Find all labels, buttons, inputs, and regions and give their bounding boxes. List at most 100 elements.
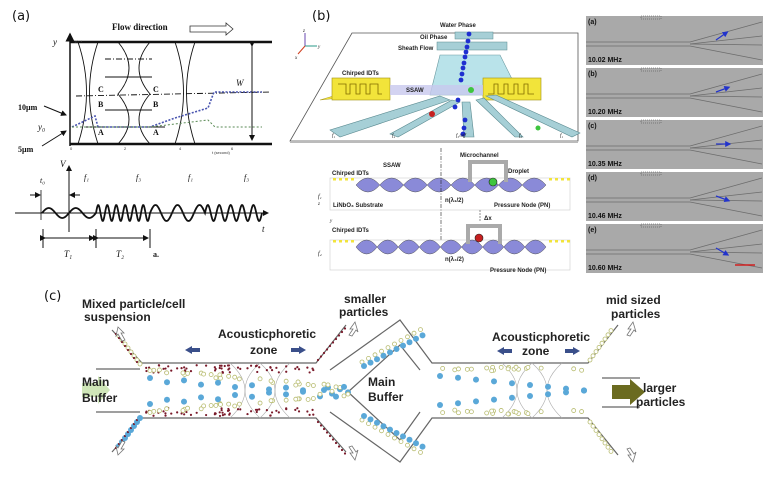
mid-particle xyxy=(218,375,223,381)
mid-particle xyxy=(484,410,490,416)
mid-particle xyxy=(379,428,384,434)
panel-b-label: (b) xyxy=(312,9,330,24)
mid-particle xyxy=(379,348,384,354)
small-particle xyxy=(176,367,179,370)
small-particle xyxy=(120,340,124,344)
cs-ssaw-label: SSAW xyxy=(383,163,401,169)
large-particle xyxy=(380,423,387,430)
droplet xyxy=(459,71,465,77)
small-particle xyxy=(328,344,332,348)
small-particle xyxy=(322,427,326,431)
droplet xyxy=(464,44,470,50)
water-phase-label: Water Phase xyxy=(440,23,476,29)
small-particle xyxy=(185,367,188,370)
mid-particle xyxy=(213,375,219,381)
small-particle xyxy=(294,408,297,411)
large-particle xyxy=(563,389,569,396)
small-particle xyxy=(306,366,309,369)
ssaw-band xyxy=(390,85,483,95)
small-particle xyxy=(164,414,167,417)
droplet xyxy=(460,65,466,71)
small-particle xyxy=(204,364,208,367)
mid-particle xyxy=(385,431,391,437)
large-particle xyxy=(249,382,255,389)
y0-label: y₀ xyxy=(37,122,45,132)
large-particle xyxy=(232,384,238,390)
small-particle xyxy=(226,364,230,367)
large-particle xyxy=(419,332,426,339)
small-particle xyxy=(246,412,249,416)
mid-particle xyxy=(608,328,614,334)
mid-particle xyxy=(489,368,495,374)
small-particle xyxy=(221,371,225,374)
flow-direction-label: Flow direction xyxy=(112,22,168,32)
node-label-b: B xyxy=(98,100,104,109)
svg-text:y: y xyxy=(317,45,321,50)
mid-particle xyxy=(608,448,614,454)
large-particle xyxy=(374,356,380,363)
small-particle xyxy=(221,413,225,417)
mid-particle xyxy=(321,381,327,387)
small-particle xyxy=(183,366,186,369)
mid-particle xyxy=(157,408,162,414)
idt-electrode xyxy=(549,240,552,243)
small-particle xyxy=(239,367,242,370)
main-buffer-label-3: Main xyxy=(368,375,395,389)
idt-electrode xyxy=(339,240,342,243)
mid-particle xyxy=(513,409,519,415)
mid-particle xyxy=(411,330,417,336)
photo-label: (c) xyxy=(588,123,597,130)
photo-frequency: 10.35 MHz xyxy=(588,161,622,168)
small-particle xyxy=(152,414,155,417)
large-particle xyxy=(455,374,461,381)
small-particle xyxy=(204,413,208,417)
mid-particle xyxy=(599,436,605,442)
mid-particle xyxy=(489,408,495,414)
large-particle xyxy=(249,393,255,400)
large-particle xyxy=(473,376,479,383)
small-particle xyxy=(325,348,329,351)
substrate-label: LiNbO₃ Substrate xyxy=(333,203,384,209)
mid-particle xyxy=(596,344,602,350)
idt-electrode xyxy=(567,178,570,181)
f1-label: f₁ xyxy=(318,193,322,200)
panel-a-label: (a) xyxy=(12,9,30,24)
zone-label-1: Acousticphoretic xyxy=(218,327,316,341)
chirped-idts-label: Chirped IDTs xyxy=(342,71,380,77)
mid-particle xyxy=(498,364,504,370)
panel-c-label: (c) xyxy=(44,289,61,304)
mid-particle xyxy=(602,440,608,446)
microscope-photo: (c) 10.35 MHz xyxy=(586,119,763,169)
small-particle xyxy=(277,411,280,414)
large-particle xyxy=(361,363,367,369)
mid-particle xyxy=(385,345,391,351)
large-particle xyxy=(413,440,419,447)
mid-particle xyxy=(579,409,585,414)
large-particle xyxy=(333,393,339,400)
idt-electrode xyxy=(339,178,342,181)
large-particle xyxy=(374,419,380,426)
zone-arrow-left xyxy=(185,346,200,354)
mid-particle xyxy=(147,368,153,373)
panel-a: (a) Flow direction y 10⁻⁴ C B A C B A xyxy=(12,9,272,259)
mid-particle xyxy=(440,366,446,371)
mid-particle xyxy=(180,408,186,413)
idt-electrode xyxy=(333,240,336,243)
large-particle xyxy=(406,339,413,346)
small-particle xyxy=(195,411,198,414)
small-particle xyxy=(185,410,188,414)
mid-particle xyxy=(147,410,153,415)
t1-label: T₁ xyxy=(64,249,72,259)
cross-section-f1 xyxy=(329,160,571,211)
small-particle xyxy=(285,408,288,411)
idt-electrode xyxy=(345,178,348,181)
large-particle xyxy=(491,378,497,385)
mid-particle xyxy=(372,424,378,430)
pressure-node-label: Pressure Node (PN) xyxy=(494,203,550,209)
mid-particle xyxy=(590,423,596,429)
small-particle xyxy=(343,452,347,455)
mid-particle xyxy=(602,336,608,342)
z-axis-label: z xyxy=(317,202,320,207)
large-particle xyxy=(164,396,170,403)
small-particle xyxy=(170,369,173,372)
